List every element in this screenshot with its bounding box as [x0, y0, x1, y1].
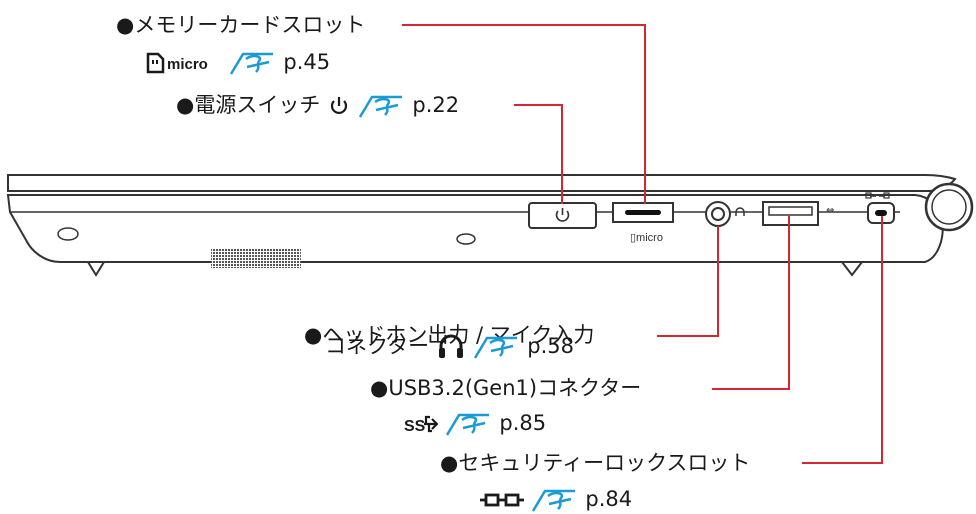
leader-lines	[402, 24, 883, 464]
power-title: ●電源スイッチ	[176, 93, 321, 117]
foot-right	[841, 261, 863, 277]
usb-icon: SS	[404, 415, 438, 435]
security-lock-icon	[480, 493, 524, 507]
page-reference-icon	[358, 95, 402, 118]
laptop-body	[6, 174, 974, 277]
microsd-icon: micro	[146, 52, 208, 74]
memory-card-label: ●メモリーカードスロット	[116, 12, 365, 38]
svg-text:⇔: ⇔	[826, 205, 834, 216]
headset-icon	[438, 334, 463, 358]
foot-left	[87, 261, 105, 277]
security-lock-slot	[865, 192, 895, 224]
speaker-grill	[211, 249, 301, 268]
laptop-lid	[7, 174, 957, 192]
security-ref-row: p.84	[480, 486, 632, 513]
memory-card-page-ref[interactable]: p.45	[283, 50, 331, 74]
headphone-page-ref[interactable]: p.58	[527, 334, 574, 358]
security-label: ●セキュリティーロックスロット	[440, 450, 750, 476]
vent-right	[456, 233, 476, 245]
vent-left	[57, 227, 79, 241]
headphone-ref-row: コネクター p.58	[325, 333, 574, 361]
leader-power	[514, 104, 563, 204]
usb-ref-row: SS p.85	[404, 410, 546, 437]
usb-title: ●USB3.2(Gen1)コネクター	[370, 376, 642, 400]
page-reference-icon	[531, 489, 575, 512]
memory-card-title: ●メモリーカードスロット	[116, 13, 366, 37]
page-reference-icon	[445, 413, 489, 436]
usb-port: ⇔	[762, 201, 834, 226]
page-reference-icon	[473, 336, 517, 359]
leader-security	[802, 216, 883, 464]
security-title: ●セキュリティーロックスロット	[440, 451, 751, 475]
svg-text:micro: micro	[167, 56, 208, 73]
power-label: ●電源スイッチ p.22	[176, 92, 459, 119]
svg-text:SS: SS	[404, 418, 426, 435]
memory-card-slot: ▯micro	[612, 202, 674, 244]
usb-label: ●USB3.2(Gen1)コネクター	[370, 375, 641, 401]
svg-text:▯micro: ▯micro	[630, 232, 663, 244]
memory-card-ref-row: micro p.45	[146, 49, 330, 76]
security-page-ref[interactable]: p.84	[585, 487, 633, 511]
leader-usb	[712, 216, 790, 390]
page-reference-icon	[229, 52, 273, 75]
headphone-title-2: コネクター	[325, 334, 430, 358]
power-icon	[330, 97, 348, 114]
power-switch	[528, 202, 597, 229]
headphone-jack	[705, 201, 745, 227]
leader-memory-card	[402, 24, 646, 204]
usb-page-ref[interactable]: p.85	[499, 411, 547, 435]
power-page-ref[interactable]: p.22	[412, 93, 460, 117]
leader-headphone	[657, 226, 719, 337]
hinge	[924, 182, 974, 232]
